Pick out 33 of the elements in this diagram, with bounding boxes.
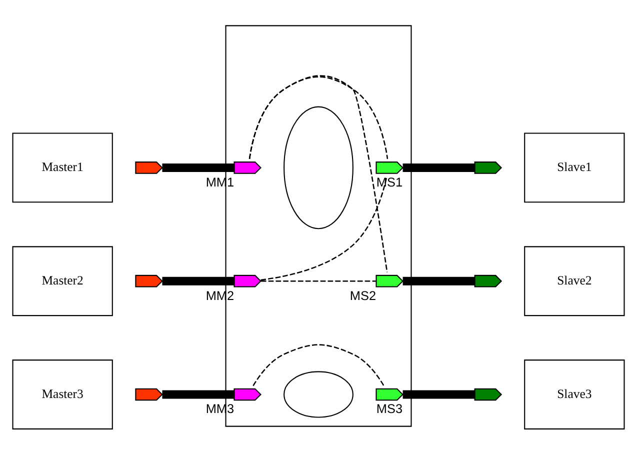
connector — [260, 280, 376, 282]
node-box: Master1 — [12, 132, 113, 202]
node-ellipse — [284, 370, 354, 418]
connector — [260, 176, 388, 280]
node-ellipse — [284, 106, 354, 229]
node-pentagon — [234, 274, 262, 287]
node-label: MS1 — [376, 174, 403, 189]
connector — [252, 344, 384, 386]
connector — [402, 390, 475, 398]
node-pentagon — [376, 161, 404, 174]
node-box: Slave1 — [524, 132, 625, 202]
node-pentagon — [135, 388, 163, 400]
connector — [402, 276, 475, 285]
node-label: MS3 — [376, 400, 403, 416]
node-pentagon — [474, 161, 502, 174]
node-box: Master3 — [12, 359, 113, 429]
node-pentagon — [135, 161, 163, 174]
node-box: Master2 — [12, 246, 113, 316]
node-pentagon — [234, 161, 262, 174]
node-pentagon — [376, 388, 404, 400]
node-pentagon — [474, 274, 502, 287]
node-pentagon — [234, 388, 262, 400]
connector — [248, 74, 388, 272]
node-box: Slave3 — [524, 359, 625, 429]
node-pentagon — [135, 274, 163, 287]
node-pentagon — [474, 388, 502, 400]
connector — [402, 162, 475, 172]
node-label: MS2 — [350, 287, 376, 302]
connector — [162, 390, 234, 398]
connector — [162, 162, 234, 172]
node-pentagon — [376, 274, 404, 287]
node-box: Slave2 — [524, 246, 625, 316]
connector — [162, 276, 234, 285]
